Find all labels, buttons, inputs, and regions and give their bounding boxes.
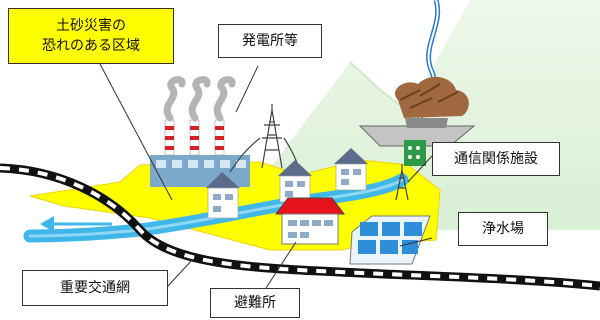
shelter-label: 避難所 — [210, 288, 300, 318]
landslide-debris-icon — [358, 76, 476, 166]
water-plant-icon — [349, 215, 431, 265]
flow-arrow-icon — [40, 216, 112, 232]
shelter-icon — [275, 197, 345, 245]
power-plant-label: 発電所等 — [218, 24, 322, 58]
railway-icon — [0, 163, 600, 291]
leader-lines — [99, 63, 433, 289]
danger-zone-label: 土砂災害の 恐れのある区域 — [8, 8, 174, 64]
transport-label: 重要交通網 — [22, 270, 168, 306]
telecom-label: 通信関係施設 — [432, 142, 560, 176]
water-plant-label: 浄水場 — [458, 212, 548, 246]
power-plant-icon — [150, 76, 250, 187]
danger-zone-label-line1: 土砂災害の — [56, 18, 126, 34]
telecom-facility-icon — [395, 164, 409, 201]
danger-zone-label-line2: 恐れのある区域 — [42, 38, 140, 54]
